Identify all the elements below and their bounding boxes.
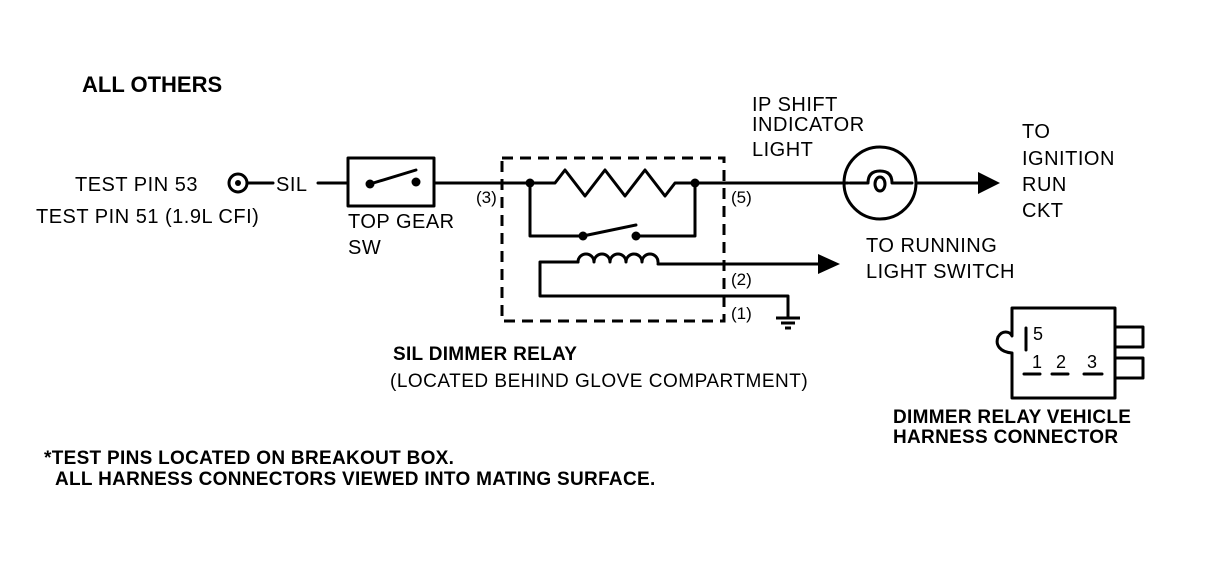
- ignition-label-4: CKT: [1022, 200, 1064, 222]
- relay-housing: [500, 156, 726, 323]
- relay-coil-return: [538, 260, 790, 320]
- indicator-label-1: IP SHIFT: [752, 94, 838, 116]
- footnote-line-2: ALL HARNESS CONNECTORS VIEWED INTO MATIN…: [55, 469, 656, 490]
- top-gear-switch-blade: [368, 168, 418, 186]
- bulb-filament: [848, 169, 914, 185]
- relay-junction-pin3: [525, 178, 535, 188]
- relay-contact-left: [528, 181, 585, 238]
- relay-junction-pin5: [690, 178, 700, 188]
- connector-tab-upper: [1113, 325, 1145, 349]
- running-light-label-1: TO RUNNING: [866, 235, 998, 257]
- relay-location: (LOCATED BEHIND GLOVE COMPARTMENT): [390, 371, 809, 392]
- relay-coil: [576, 252, 660, 264]
- ignition-label-3: RUN: [1022, 174, 1067, 196]
- connector-pin-3: 3: [1087, 352, 1098, 372]
- connector-title-1: DIMMER RELAY VEHICLE: [893, 407, 1132, 428]
- relay-pin-5-label: (5): [731, 188, 752, 207]
- ignition-label-1: TO: [1022, 121, 1051, 143]
- footnote-line-1: *TEST PINS LOCATED ON BREAKOUT BOX.: [44, 448, 455, 469]
- connector-pin-1: 1: [1032, 352, 1043, 372]
- test-pin-center: [235, 180, 241, 186]
- top-gear-switch-label-2: SW: [348, 237, 382, 259]
- test-pin-51-label: TEST PIN 51 (1.9L CFI): [36, 206, 260, 228]
- page-heading: ALL OTHERS: [82, 72, 223, 97]
- switch-contact-left: [365, 179, 375, 189]
- top-gear-switch-box: [346, 156, 436, 208]
- connector-title-2: HARNESS CONNECTOR: [893, 427, 1119, 448]
- connector-pin-2: 2: [1056, 352, 1067, 372]
- relay-pin-2-label: (2): [731, 270, 752, 289]
- connector-pin-5: 5: [1033, 324, 1044, 344]
- connector-tab-lower: [1113, 356, 1145, 380]
- top-gear-switch-label-1: TOP GEAR: [348, 211, 455, 233]
- test-pin-53-label: TEST PIN 53: [75, 174, 198, 196]
- relay-pin-1-label: (1): [731, 304, 752, 323]
- relay-contact-right: [634, 181, 697, 238]
- relay-contact-dot-right: [631, 231, 641, 241]
- relay-pin-3-label: (3): [476, 188, 497, 207]
- indicator-label-3: LIGHT: [752, 139, 814, 161]
- relay-resistor: [528, 168, 697, 198]
- relay-contact-blade: [581, 223, 638, 238]
- switch-contact-right: [411, 177, 421, 187]
- arrow-to-running-light-icon: [818, 254, 840, 274]
- running-light-label-2: LIGHT SWITCH: [866, 261, 1015, 283]
- relay-title: SIL DIMMER RELAY: [393, 344, 578, 365]
- indicator-label-2: INDICATOR: [752, 114, 865, 136]
- sil-label: SIL: [276, 174, 308, 196]
- ground-icon: [776, 316, 800, 330]
- bulb-filament-loop: [873, 175, 887, 193]
- connector-body: [995, 306, 1117, 400]
- relay-contact-dot-left: [578, 231, 588, 241]
- arrow-to-ignition-icon: [978, 172, 1000, 194]
- ignition-label-2: IGNITION: [1022, 148, 1115, 170]
